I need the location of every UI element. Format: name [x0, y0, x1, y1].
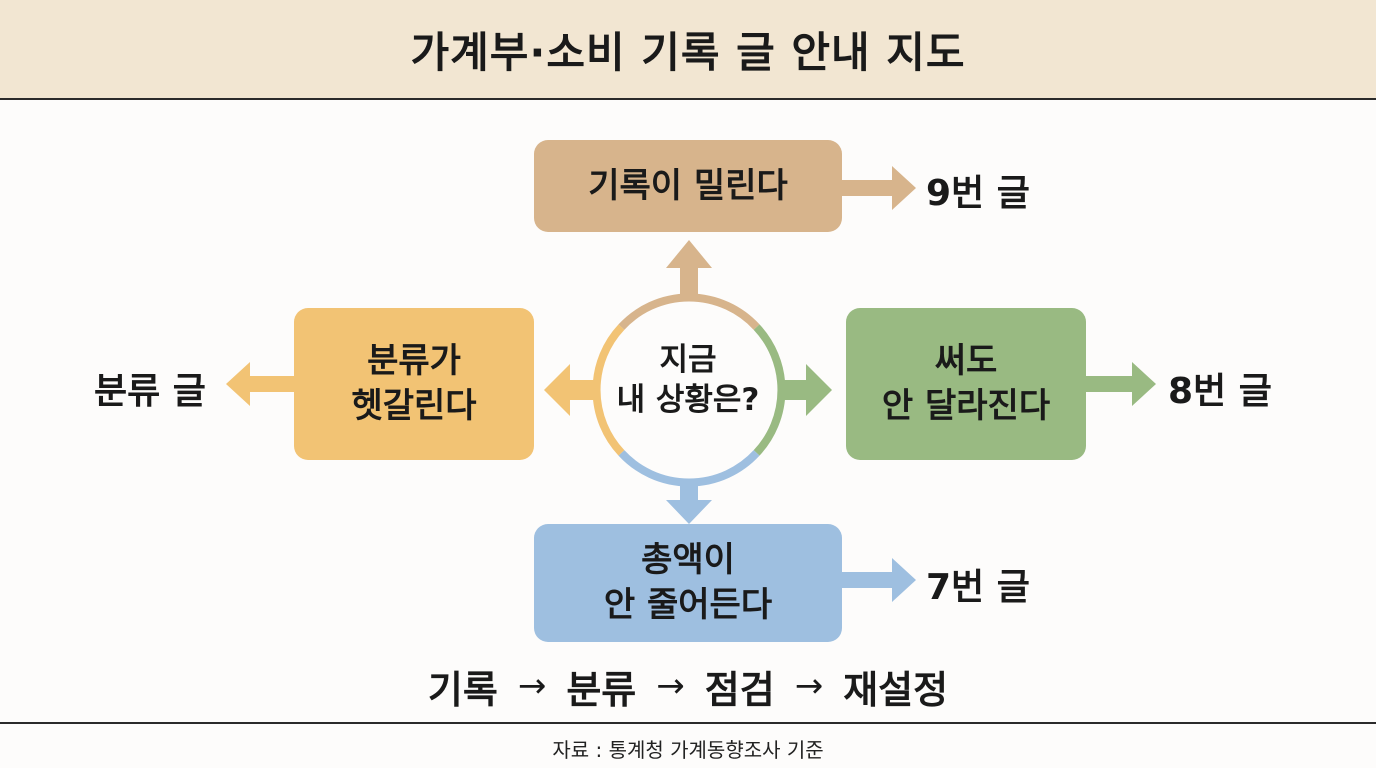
- center-circle-arc-bottom: [618, 450, 760, 487]
- source-note: 자료 : 통계청 가계동향조사 기준: [552, 738, 824, 762]
- flow-step-classify: 분류: [566, 667, 637, 712]
- branch-box-bottom: 총액이 안 줄어든다: [534, 524, 842, 642]
- page-title: 가계부·소비 기록 글 안내 지도: [410, 27, 966, 77]
- center-circle-arc-left: [592, 324, 625, 456]
- branch-right-label-line1: 써도: [934, 341, 998, 382]
- arrow-center-to-right: [780, 364, 832, 416]
- branch-box-top: 기록이 밀린다: [534, 140, 842, 232]
- branch-bottom-label-line2: 안 줄어든다: [603, 585, 773, 625]
- target-top: 9번 글: [926, 173, 1030, 214]
- arrow-top-to-target: [842, 166, 916, 210]
- branch-top-label: 기록이 밀린다: [588, 165, 788, 206]
- header-banner: 가계부·소비 기록 글 안내 지도: [0, 0, 1376, 100]
- center-question-line1: 지금: [659, 342, 717, 378]
- branch-bottom-label-line1: 총액이: [641, 540, 735, 581]
- arrow-right-to-target: [1086, 362, 1156, 406]
- arrow-center-to-left: [544, 364, 596, 416]
- flow-step-record: 기록: [427, 667, 498, 712]
- branch-box-right: 써도 안 달라진다: [846, 308, 1086, 460]
- process-flow: 기록 → 분류 → 점검 → 재설정: [0, 658, 1376, 714]
- target-left: 분류 글: [94, 371, 206, 412]
- flow-arrow: →: [517, 666, 547, 706]
- target-right: 8번 글: [1168, 371, 1272, 412]
- branch-left-label-line2: 헷갈린다: [351, 386, 477, 426]
- flow-step-reset: 재설정: [843, 667, 949, 712]
- center-circle-arc-top: [618, 293, 760, 330]
- footer-divider: [0, 722, 1376, 724]
- branch-right-label-line2: 안 달라진다: [881, 386, 1051, 426]
- arrow-left-to-target: [226, 362, 294, 406]
- center-question-line2: 내 상황은?: [616, 382, 760, 419]
- arrow-bottom-to-target: [842, 558, 916, 602]
- arrow-center-to-bottom: [666, 484, 712, 524]
- flow-step-review: 점검: [704, 667, 775, 712]
- target-bottom: 7번 글: [926, 567, 1030, 608]
- flow-arrow: →: [794, 666, 824, 706]
- branch-left-label-line1: 분류가: [367, 341, 461, 382]
- center-question: 지금 내 상황은?: [602, 340, 774, 421]
- arrow-center-to-top: [666, 240, 712, 294]
- flow-arrow: →: [656, 666, 685, 706]
- branch-box-left: 분류가 헷갈린다: [294, 308, 534, 460]
